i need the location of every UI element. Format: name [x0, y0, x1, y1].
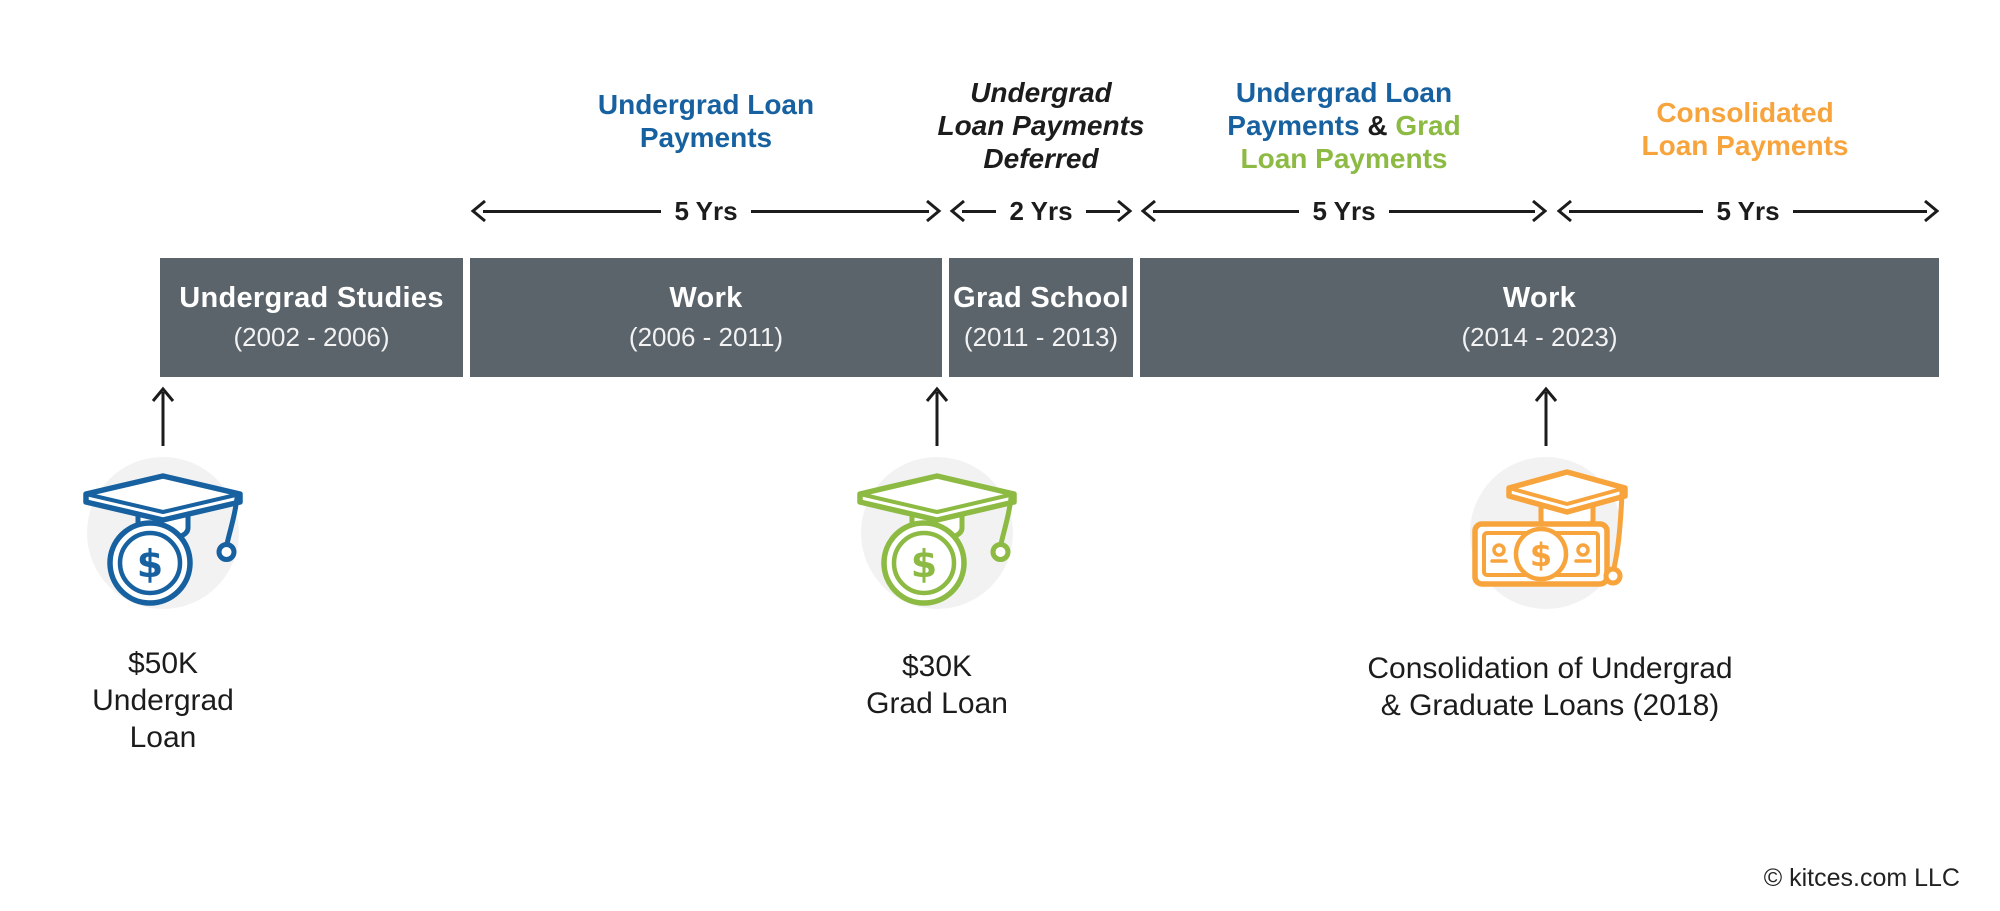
arrowhead-right-icon: [1117, 199, 1133, 223]
phase-label-line: Loan Payments: [1641, 130, 1849, 161]
phase-label-line: Undergrad: [970, 77, 1112, 108]
segment-title: Work: [669, 282, 743, 314]
arrow-line: [1569, 209, 1704, 213]
duration-arrow-work-1: 5 Yrs: [470, 195, 942, 226]
copyright-notice: © kitces.com LLC: [1763, 864, 1960, 892]
arrow-line: [1792, 209, 1928, 213]
event-arrow-undergrad-loan: [150, 386, 176, 453]
arrow-line: [1085, 209, 1121, 213]
phase-label-part: Undergrad Loan: [1235, 77, 1453, 108]
event-label-line: Undergrad: [92, 684, 234, 717]
arrowhead-left-icon: [1556, 199, 1572, 223]
up-arrow-icon: [151, 386, 175, 446]
timeline-segment-grad-school: Grad School (2011 - 2013): [949, 258, 1133, 377]
phase-label-line: Undergrad Loan: [1214, 76, 1474, 109]
event-label-line: $50K: [127, 647, 199, 680]
arrowhead-left-icon: [470, 199, 486, 223]
phase-label-part: Loan Payments: [1240, 143, 1448, 174]
banknote-grad-cap-icon: $: [1472, 469, 1628, 587]
phase-label-line: Payments: [639, 122, 773, 153]
arrow-line: [962, 209, 997, 213]
arrowhead-left-icon: [949, 199, 965, 223]
segment-years: (2006 - 2011): [628, 322, 784, 352]
phase-label-undergrad-payments-deferred: Undergrad Loan Payments Deferred: [916, 76, 1166, 175]
dollar-symbol: $: [137, 542, 163, 586]
arrowhead-right-icon: [926, 199, 942, 223]
dollar-symbol: $: [911, 542, 937, 586]
timeline-segment-undergrad-studies: Undergrad Studies (2002 - 2006): [160, 258, 463, 377]
phase-label-line: Consolidated: [1656, 97, 1834, 128]
grad-cap-coin-icon: $: [857, 473, 1017, 606]
event-arrow-grad-loan: [924, 386, 950, 453]
segment-title: Work: [1502, 282, 1577, 314]
event-label-consolidation: Consolidation of Undergrad & Graduate Lo…: [1330, 650, 1770, 724]
arrow-line: [750, 209, 930, 213]
up-arrow-icon: [1534, 386, 1558, 446]
phase-label-undergrad-and-grad-payments: Undergrad Loan Payments & Grad Loan Paym…: [1214, 76, 1474, 175]
event-label-line: Loan: [129, 721, 197, 754]
event-label-line: $30K: [901, 650, 973, 683]
segment-years: (2011 - 2013): [963, 322, 1119, 352]
undergrad-loan-icon-wrap: $: [78, 448, 248, 618]
phase-label-part: Payments: [1227, 110, 1360, 141]
event-label-line: & Graduate Loans (2018): [1380, 689, 1720, 722]
event-arrow-consolidation: [1533, 386, 1559, 453]
up-arrow-icon: [925, 386, 949, 446]
duration-label: 5 Yrs: [674, 195, 738, 226]
grad-cap-coin-icon: $: [83, 473, 243, 606]
arrow-line: [1388, 209, 1536, 213]
event-label-line: Consolidation of Undergrad: [1367, 652, 1733, 685]
phase-label-line: Loan Payments: [937, 110, 1145, 141]
grad-loan-icon-wrap: $: [852, 448, 1022, 618]
arrowhead-right-icon: [1924, 199, 1940, 223]
segment-title: Grad School: [953, 282, 1129, 314]
duration-arrow-work-2a: 5 Yrs: [1140, 195, 1548, 226]
event-label-grad-loan: $30K Grad Loan: [797, 648, 1077, 722]
phase-label-line: Undergrad Loan: [597, 89, 815, 120]
segment-years: (2002 - 2006): [233, 322, 390, 352]
dollar-symbol: $: [1530, 536, 1552, 574]
arrowhead-right-icon: [1532, 199, 1548, 223]
phase-label-line: Loan Payments: [1214, 142, 1474, 175]
segment-years: (2014 - 2023): [1461, 322, 1618, 352]
arrowhead-left-icon: [1140, 199, 1156, 223]
duration-label: 2 Yrs: [1009, 195, 1073, 226]
arrow-line: [1153, 209, 1300, 213]
arrow-line: [483, 209, 662, 213]
event-label-undergrad-loan: $50K Undergrad Loan: [23, 645, 303, 756]
phase-label-consolidated-payments: Consolidated Loan Payments: [1620, 96, 1870, 162]
phase-label-line: Payments & Grad: [1214, 109, 1474, 142]
duration-arrow-grad-school: 2 Yrs: [949, 195, 1133, 226]
duration-arrow-work-2b: 5 Yrs: [1556, 195, 1940, 226]
phase-label-separator: &: [1367, 110, 1388, 141]
timeline-segment-work-1: Work (2006 - 2011): [470, 258, 942, 377]
phase-label-part: Grad: [1395, 110, 1461, 141]
phase-label-line: Deferred: [983, 143, 1099, 174]
duration-label: 5 Yrs: [1716, 195, 1780, 226]
phase-label-undergrad-loan-payments: Undergrad Loan Payments: [556, 88, 856, 154]
segment-title: Undergrad Studies: [179, 282, 444, 314]
timeline-segment-work-2: Work (2014 - 2023): [1140, 258, 1939, 377]
consolidation-icon-wrap: $: [1461, 448, 1631, 618]
event-label-line: Grad Loan: [866, 687, 1008, 720]
duration-label: 5 Yrs: [1312, 195, 1376, 226]
